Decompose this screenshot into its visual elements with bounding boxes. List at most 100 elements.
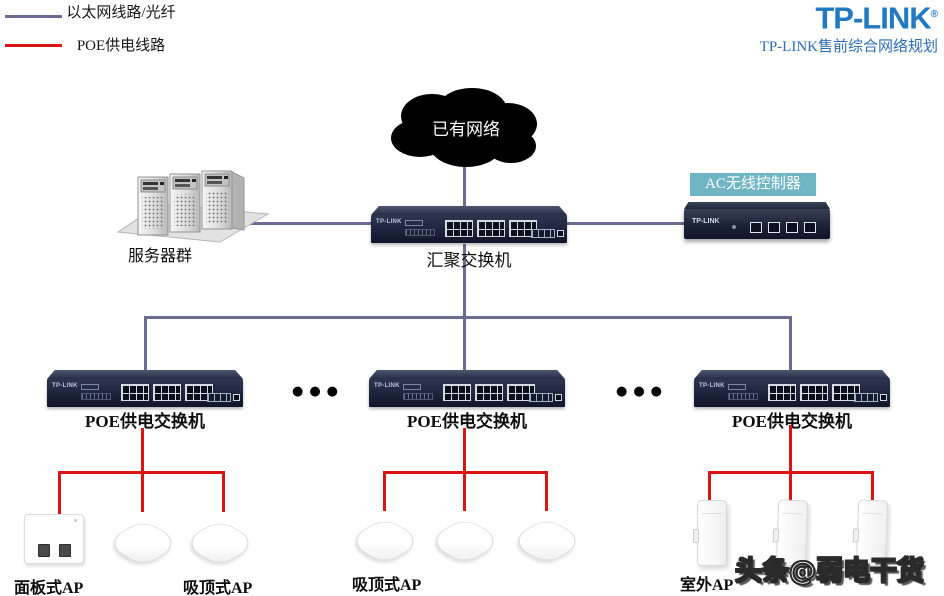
port-group-icon [185, 384, 213, 401]
ethernet-drop-middle [463, 318, 466, 372]
ac-brand-text: TP-LINK [692, 218, 720, 225]
port-group-icon [475, 384, 503, 401]
switch-front-face: TP-LINK [369, 379, 565, 407]
rj45-port-icon [37, 544, 50, 557]
ceiling-ap-device [100, 505, 186, 581]
rj45-port-icon [786, 222, 798, 233]
ceiling-ap-middle-label: 吸顶式AP [352, 577, 422, 594]
ap-seam-line [782, 512, 803, 515]
existing-network-cloud: 已有网络 [380, 86, 552, 175]
ac-front-face: TP-LINK [684, 209, 830, 239]
switch-front-face: TP-LINK [694, 379, 890, 407]
switch-print-panel [81, 384, 99, 390]
ethernet-line-cloud-to-core [463, 166, 466, 208]
tplink-logo-text: TP-LINK [815, 0, 931, 36]
sfp-ports-icon [854, 393, 878, 402]
port-group-icon [509, 220, 537, 237]
port-group-icon [832, 384, 860, 401]
ethernet-drop-right [789, 316, 792, 372]
poe-line-left-drop3 [222, 471, 225, 512]
sfp-ports-icon [531, 229, 555, 238]
poe-switch-right: TP-LINK [694, 370, 890, 407]
switch-front-face: TP-LINK [47, 379, 243, 407]
sfp-ports-icon [529, 393, 553, 402]
ap-led-icon [74, 519, 77, 522]
ethernet-bus-line [144, 316, 792, 319]
ceiling-ap-icon [100, 520, 186, 566]
port-group-icon [800, 384, 828, 401]
ellipsis-left: ●●● [292, 384, 345, 399]
poe-line-middle-drop1 [383, 471, 386, 511]
switch-brand-text: TP-LINK [52, 383, 78, 389]
cloud-icon: 已有网络 [391, 88, 537, 167]
ceiling-ap-device [504, 503, 590, 579]
switch-brand-text: TP-LINK [374, 383, 400, 389]
ac-controller-device: TP-LINK [684, 202, 830, 239]
switch-brand-text: TP-LINK [376, 219, 402, 225]
core-switch-device: TP-LINK [371, 206, 567, 243]
port-group-icon [507, 384, 535, 401]
rj45-port-icon [750, 222, 762, 233]
switch-top-face [47, 370, 243, 379]
panel-ap-device [24, 514, 84, 564]
tplink-logo: TP-LINK® [760, 0, 938, 33]
ethernet-line-legend-label: 以太网线路/光纤 [66, 5, 176, 21]
poe-line-right-trunk [789, 425, 792, 473]
ethernet-line-servers-to-core [243, 222, 373, 225]
switch-top-face [369, 370, 565, 379]
ac-top-face [684, 202, 830, 209]
outdoor-ap-label: 室外AP [680, 577, 734, 594]
sfp-ports-icon [207, 393, 231, 402]
ceiling-ap-icon [422, 518, 508, 564]
ap-mount-clip [852, 528, 860, 543]
switch-print-panel [403, 384, 421, 390]
ceiling-ap-device [422, 503, 508, 579]
poe-switch-left: TP-LINK [47, 370, 243, 407]
uplink-port-icon [233, 394, 240, 401]
poe-switch-left-label: POE供电交换机 [85, 412, 205, 431]
poe-line-legend-label: POE供电线路 [76, 38, 166, 54]
ceiling-ap-device [177, 505, 263, 581]
ethernet-line-core-downlink [463, 244, 466, 318]
page-title: TP-LINK售前综合网络规划 [759, 39, 938, 56]
switch-print-panel [405, 220, 423, 226]
poe-line-middle-drop3 [545, 471, 548, 511]
switch-port-block [121, 384, 213, 401]
server-group-label: 服务器群 [127, 248, 192, 265]
ap-seam-line [862, 512, 883, 515]
poe-line-middle-drop2 [463, 471, 466, 511]
rj45-port-icon [768, 222, 780, 233]
port-group-icon [153, 384, 181, 401]
port-group-icon [477, 220, 505, 237]
uplink-port-icon [557, 230, 564, 237]
ceiling-ap-icon [342, 518, 428, 564]
panel-ap-label: 面板式AP [14, 580, 84, 596]
uplink-port-icon [555, 394, 562, 401]
uplink-port-icon [880, 394, 887, 401]
poe-line-right-drop2 [789, 471, 792, 502]
poe-line-middle-trunk [463, 428, 466, 473]
ac-reset-button [732, 225, 736, 229]
switch-port-block [445, 220, 537, 237]
ceiling-ap-icon [504, 518, 590, 564]
rj45-port-icon [58, 544, 71, 557]
switch-led-panel [81, 393, 111, 400]
switch-led-panel [403, 393, 433, 400]
poe-line-left-drop2 [141, 471, 144, 512]
ceiling-ap-icon [177, 520, 263, 566]
ethernet-drop-left [144, 316, 147, 372]
switch-port-block [443, 384, 535, 401]
port-group-icon [768, 384, 796, 401]
ethernet-line-legend-swatch [5, 15, 62, 18]
switch-top-face [371, 206, 567, 215]
switch-led-panel [405, 229, 435, 236]
poe-switch-right-label: POE供电交换机 [732, 412, 852, 431]
ap-mount-clip [693, 529, 699, 543]
rj45-port-icon [804, 222, 816, 233]
ellipsis-right: ●●● [616, 384, 669, 399]
poe-line-left-trunk [141, 428, 144, 473]
switch-front-face: TP-LINK [371, 215, 567, 243]
server-group-icon [116, 170, 270, 243]
core-switch-label: 汇聚交换机 [426, 251, 512, 270]
